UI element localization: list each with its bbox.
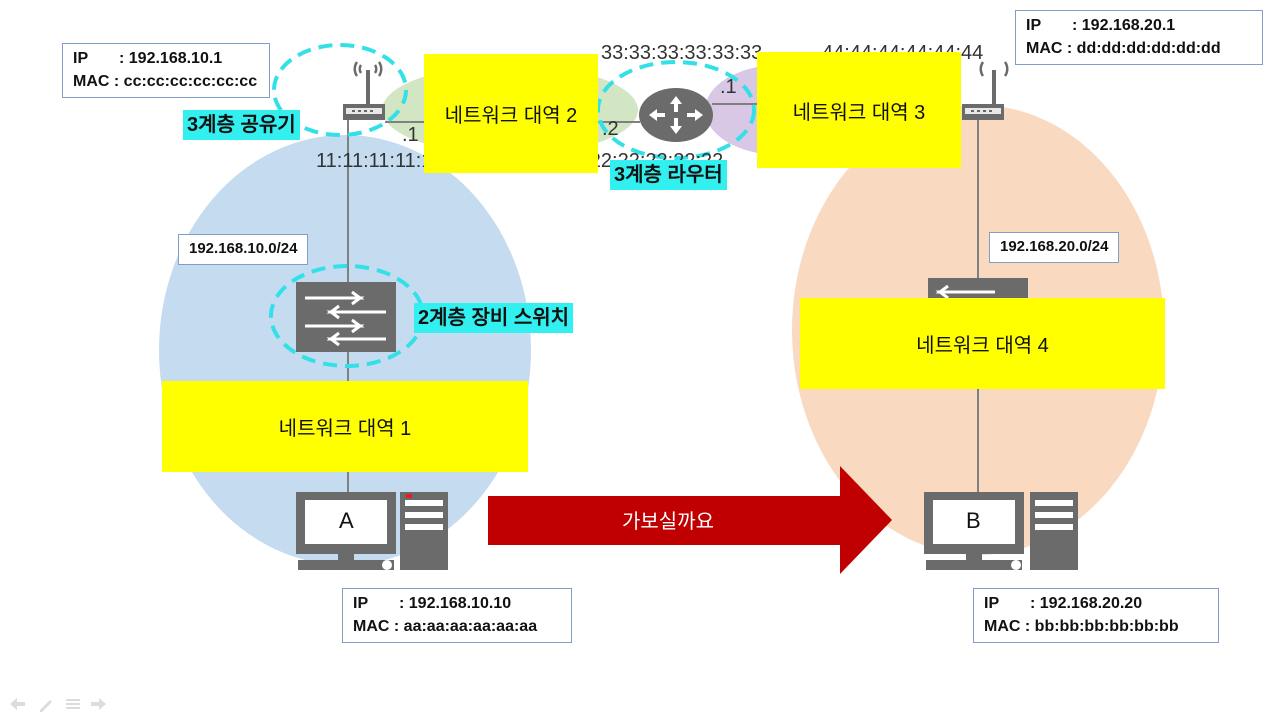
network-band-4: 네트워크 대역 4 [800, 298, 1165, 389]
pen-icon[interactable] [40, 700, 52, 712]
ip-key: IP [984, 595, 1000, 612]
computer-icon [296, 492, 448, 570]
router-icon-right [962, 61, 1009, 120]
highlight-l3-gateway [272, 43, 408, 137]
label-l2-switch: 2계층 장비 스위치 [414, 303, 574, 333]
network-band-3: 네트워크 대역 3 [757, 52, 961, 168]
next-arrow-icon[interactable] [91, 698, 106, 710]
pc-a-label: A [339, 508, 354, 533]
slideshow-controls[interactable] [8, 696, 108, 712]
highlight-l3-router [596, 60, 756, 160]
pc-a-info-box: IP : 192.168.10.10 MAC : aa:aa:aa:aa:aa:a… [342, 588, 572, 643]
menu-icon[interactable] [66, 699, 80, 709]
pc-a-mac: : aa:aa:aa:aa:aa:aa [393, 618, 538, 635]
interface-dot1-right: .1 [720, 76, 737, 98]
ip-key: IP [73, 50, 89, 67]
ip-key: IP [1026, 17, 1042, 34]
mac-key: MAC [353, 618, 390, 635]
prev-arrow-icon[interactable] [10, 698, 25, 710]
router-info-box: IP : 192.168.10.1 MAC : cc:cc:cc:cc:cc:cc [62, 43, 270, 98]
pc-b-label: B [966, 508, 981, 533]
arrow-label: 가보실까요 [622, 511, 714, 533]
network-band-2: 네트워크 대역 2 [424, 54, 598, 173]
mac-address-3: 33:33:33:33:33:33 [601, 42, 763, 64]
pc-b-ip: : 192.168.20.20 [1030, 595, 1143, 612]
pc-b-info-box: IP : 192.168.20.20 MAC : bb:bb:bb:bb:bb:b… [973, 588, 1219, 643]
direction-arrow [488, 466, 892, 574]
interface-dot1-left: .1 [402, 124, 419, 146]
router-ip: : 192.168.10.1 [119, 50, 223, 67]
computer-icon-b [924, 492, 1078, 570]
router-icon [343, 61, 385, 120]
pc-b-mac: : bb:bb:bb:bb:bb:bb [1024, 618, 1179, 635]
label-l3-router: 3계층 라우터 [610, 160, 727, 190]
switch-icon [296, 282, 396, 352]
router-mac: : cc:cc:cc:cc:cc:cc [113, 73, 258, 90]
subnet-label-right: 192.168.20.0/24 [989, 232, 1120, 263]
label-l3-gateway: 3계층 공유기 [183, 110, 300, 140]
network-band-1: 네트워크 대역 1 [162, 381, 528, 472]
router2-ip: : 192.168.20.1 [1072, 17, 1176, 34]
mac-key: MAC [984, 618, 1021, 635]
interface-dot2: .2 [602, 118, 619, 140]
mac-key: MAC [1026, 40, 1063, 57]
core-router-icon [639, 88, 713, 142]
router2-info-box: IP : 192.168.20.1 MAC : dd:dd:dd:dd:dd:dd [1015, 10, 1263, 65]
mac-key: MAC [73, 73, 110, 90]
router2-mac: : dd:dd:dd:dd:dd:dd [1066, 40, 1221, 57]
ip-key: IP [353, 595, 369, 612]
subnet-label-left: 192.168.10.0/24 [178, 234, 309, 265]
pc-a-ip: : 192.168.10.10 [399, 595, 512, 612]
